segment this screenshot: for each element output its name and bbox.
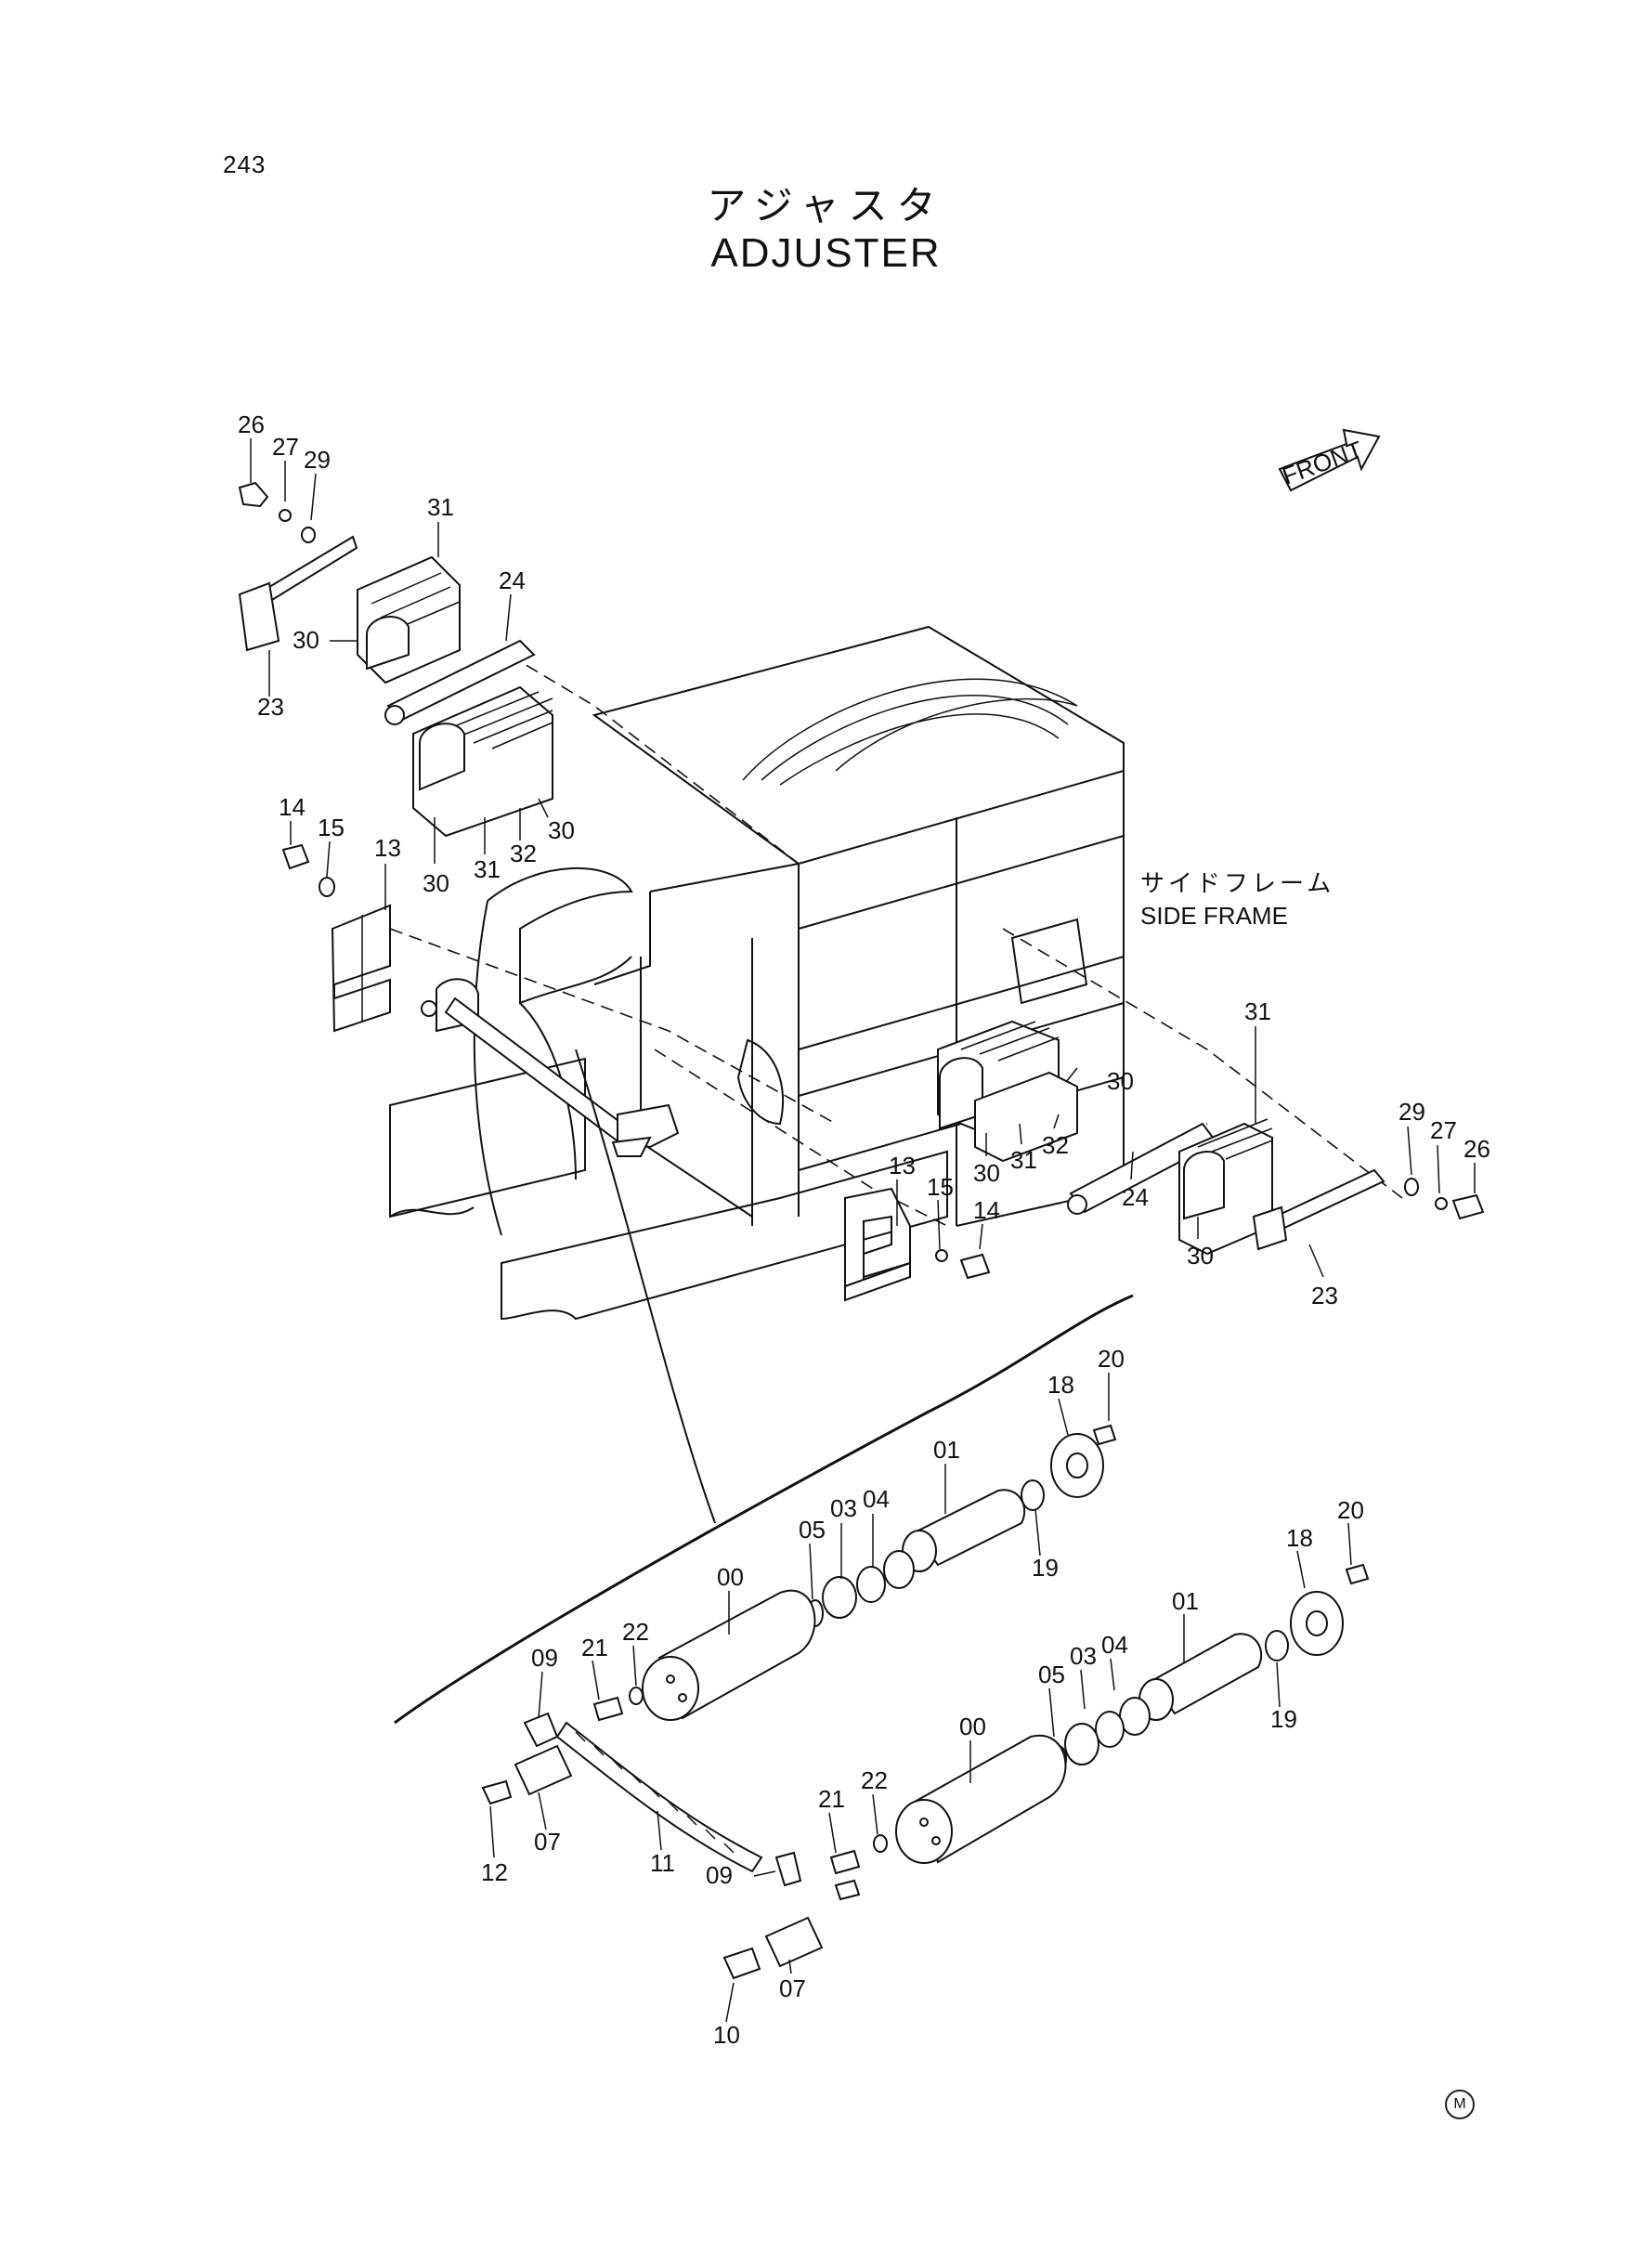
callout: 20 <box>1098 1345 1125 1373</box>
callout: 30 <box>1187 1242 1214 1270</box>
callout: 03 <box>1070 1642 1097 1670</box>
callout: 31 <box>1010 1146 1037 1174</box>
callout: 15 <box>318 814 345 841</box>
callout: 12 <box>481 1858 508 1886</box>
callout: 21 <box>818 1785 845 1813</box>
cylinder-assembly-b <box>722 1563 1370 1980</box>
callout: 21 <box>581 1634 608 1661</box>
callout: 05 <box>799 1516 826 1544</box>
callout: 07 <box>779 1974 806 2002</box>
callout: 22 <box>861 1766 888 1794</box>
side-frame-label: サイドフレーム SIDE FRAME <box>1140 868 1334 932</box>
callout: 13 <box>374 834 401 862</box>
callout: 01 <box>1172 1587 1199 1615</box>
callout: 26 <box>238 410 265 438</box>
callout-labels: 26 27 29 31 24 30 23 30 31 32 30 14 15 1… <box>238 410 1490 2049</box>
callout: 32 <box>510 840 537 867</box>
cylinder-assembly-a <box>592 1424 1117 1722</box>
front-label: FRONT <box>1279 436 1367 490</box>
callout: 29 <box>304 446 331 474</box>
callout: 18 <box>1286 1524 1313 1552</box>
callout: 30 <box>548 816 575 844</box>
callout: 30 <box>1107 1067 1134 1095</box>
callout: 09 <box>706 1861 733 1889</box>
callout: 05 <box>1038 1661 1065 1688</box>
callout: 04 <box>1101 1631 1128 1659</box>
m-mark: M <box>1445 2090 1475 2119</box>
callout: 22 <box>622 1618 649 1646</box>
side-frame-japanese: サイドフレーム <box>1140 870 1335 898</box>
callout: 30 <box>293 626 319 654</box>
callout: 32 <box>1042 1131 1069 1159</box>
callout: 27 <box>272 433 299 461</box>
callout: 13 <box>889 1152 916 1179</box>
callout: 20 <box>1337 1496 1364 1524</box>
title-english: ADJUSTER <box>710 230 942 276</box>
callout: 31 <box>1244 997 1271 1025</box>
callout: 10 <box>713 2021 740 2049</box>
callout: 26 <box>1463 1135 1490 1163</box>
title-japanese: アジャスタ <box>707 183 945 228</box>
callout: 14 <box>279 793 306 821</box>
callout: 31 <box>427 493 454 521</box>
upper-left-shim-group <box>238 481 553 838</box>
callout: 23 <box>1311 1282 1338 1309</box>
side-frame-english: SIDE FRAME <box>1140 902 1288 930</box>
callout-leaders <box>250 438 1476 2023</box>
callout: 00 <box>717 1563 744 1591</box>
callout: 30 <box>973 1159 1000 1187</box>
left-bracket-group <box>281 843 680 1157</box>
page-number: 243 <box>223 150 267 178</box>
callout: 24 <box>499 567 526 594</box>
callout: 31 <box>474 855 501 883</box>
front-arrow: FRONT <box>1278 428 1381 492</box>
detail-boundary-line <box>394 1294 1134 1725</box>
callout: 14 <box>973 1196 1000 1224</box>
callout: 01 <box>933 1436 960 1464</box>
callout: 03 <box>830 1494 857 1522</box>
callout: 18 <box>1047 1371 1074 1399</box>
callout: 19 <box>1032 1554 1059 1582</box>
callout: 29 <box>1398 1098 1425 1126</box>
callout: 19 <box>1270 1705 1297 1733</box>
callout: 15 <box>927 1173 954 1201</box>
callout: 09 <box>531 1644 558 1672</box>
callout: 24 <box>1122 1183 1149 1211</box>
right-bracket-group <box>844 1187 991 1302</box>
hose-and-fittings <box>481 1712 861 1901</box>
callout: 07 <box>534 1828 561 1856</box>
callout: 30 <box>423 869 449 897</box>
detail-leader-line <box>575 1049 716 1524</box>
callout: 27 <box>1430 1116 1457 1144</box>
callout: 00 <box>959 1713 986 1740</box>
right-shim-group <box>937 1020 1485 1256</box>
callout: 11 <box>650 1849 675 1877</box>
callout: 04 <box>863 1485 890 1513</box>
callout: 23 <box>257 693 284 721</box>
